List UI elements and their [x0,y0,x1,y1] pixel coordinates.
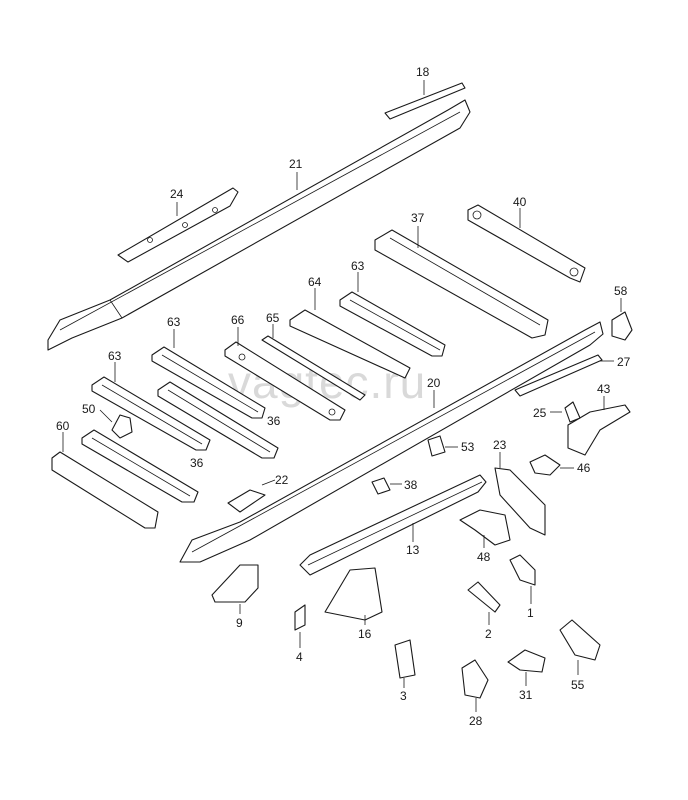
part-37-crossmember[interactable] [374,226,549,339]
callout-labels: 18 21 24 40 37 63 64 66 65 63 63 58 27 2… [56,65,631,728]
part-63-rail-lower[interactable] [91,362,211,451]
part-23-panel[interactable] [494,452,546,536]
part-21-side-rail[interactable] [47,99,471,351]
callout-63-lower: 63 [108,349,122,363]
part-25-clip[interactable] [550,401,581,423]
part-38-clip[interactable] [371,477,402,495]
callout-64: 64 [308,275,322,289]
part-46-plate[interactable] [529,454,574,476]
part-36-rail-left[interactable] [81,429,199,503]
callout-50: 50 [82,402,96,416]
callout-31: 31 [519,688,533,702]
callout-63-top: 63 [351,259,365,273]
part-2-bracket[interactable] [467,581,501,625]
part-60-sill[interactable] [51,432,159,529]
callout-27: 27 [617,355,631,369]
callout-23: 23 [493,438,507,452]
part-40-crossmember[interactable] [467,204,586,283]
callout-2: 2 [485,627,492,641]
callout-65: 65 [266,311,280,325]
callout-63-middle: 63 [167,315,181,329]
part-50-bracket[interactable] [99,409,133,439]
callout-25: 25 [533,406,547,420]
part-63-rail-middle[interactable] [151,329,266,419]
part-43-bracket[interactable] [567,396,631,456]
callout-22: 22 [275,473,289,487]
callout-55: 55 [571,678,585,692]
part-4-plate[interactable] [294,604,306,648]
callout-53: 53 [461,440,475,454]
part-16-bracket[interactable] [324,567,383,625]
part-28-bracket[interactable] [461,659,489,712]
part-13-sill[interactable] [299,474,487,576]
part-36-rail-right[interactable] [157,381,279,459]
part-55-bracket[interactable] [559,619,601,675]
part-58-bracket[interactable] [611,298,633,341]
callout-43: 43 [597,382,611,396]
part-53-clip[interactable] [427,435,458,457]
callout-38: 38 [404,478,418,492]
callout-24: 24 [170,187,184,201]
part-22-plate[interactable] [227,479,276,513]
callout-4: 4 [296,650,303,664]
callout-20: 20 [427,376,441,390]
part-31-bracket[interactable] [507,649,546,686]
callout-66: 66 [231,313,245,327]
callout-13: 13 [406,543,420,557]
part-64-channel[interactable] [289,288,411,379]
callout-36-right: 36 [267,414,281,428]
part-1-bracket[interactable] [509,554,536,604]
part-65-strip[interactable] [261,324,366,401]
callout-1: 1 [527,606,534,620]
part-63-rail-top[interactable] [339,272,446,357]
callout-36-left: 36 [190,456,204,470]
part-66-rail[interactable] [224,327,346,421]
callout-21: 21 [289,157,303,171]
callout-28: 28 [469,714,483,728]
callout-40: 40 [513,195,527,209]
part-48-bracket[interactable] [459,509,511,548]
callout-16: 16 [358,627,372,641]
callout-60: 60 [56,419,70,433]
part-20-side-rail[interactable] [179,321,604,563]
callout-58: 58 [614,284,628,298]
part-24-bracket[interactable] [117,187,239,263]
callout-9: 9 [236,616,243,630]
part-27-strip[interactable] [514,354,614,397]
part-18-strip[interactable] [384,80,466,120]
part-9-bracket[interactable] [211,564,259,614]
callout-3: 3 [400,689,407,703]
callout-18: 18 [416,65,430,79]
part-3-bracket[interactable] [394,639,416,688]
callout-37: 37 [411,211,425,225]
callout-48: 48 [477,550,491,564]
callout-46: 46 [577,461,591,475]
